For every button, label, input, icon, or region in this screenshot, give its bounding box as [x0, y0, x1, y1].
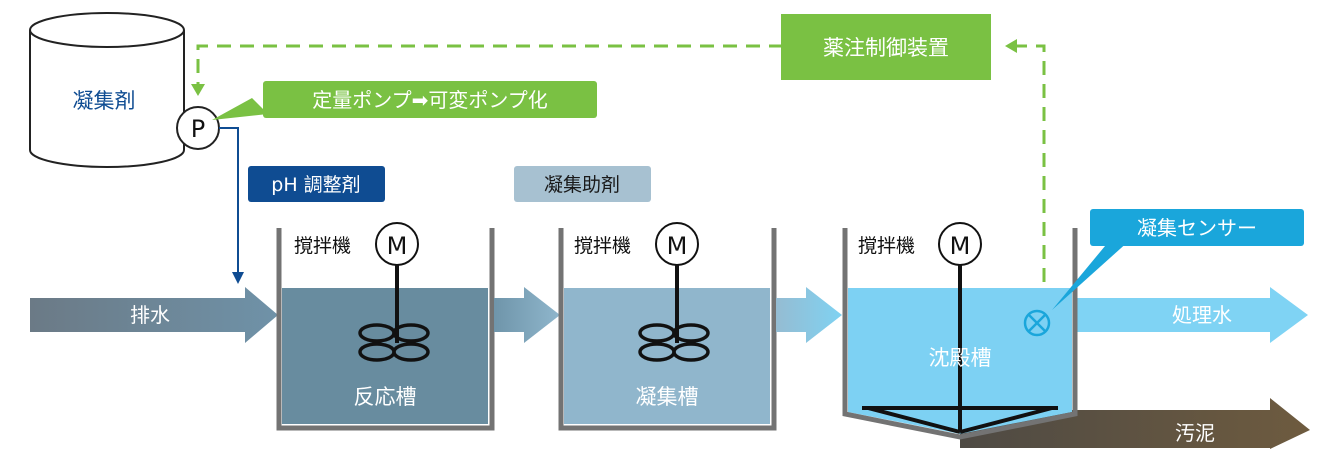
motor-icon: M — [375, 222, 419, 266]
control-signal-line — [196, 44, 1046, 305]
reaction-tank-label: 反応槽 — [354, 385, 417, 409]
flow-arrow-reaction-to-coagulation — [494, 287, 560, 343]
pump: P — [176, 106, 220, 150]
mixer-label: 撹拌機 — [574, 235, 631, 257]
impeller-icon — [358, 323, 430, 362]
motor-symbol: M — [950, 232, 971, 260]
treated-water-arrow: 処理水 — [1074, 287, 1308, 343]
settling-tank-label: 沈殿槽 — [929, 346, 992, 370]
settling-tank: 撹拌機 M 沈殿槽 — [842, 222, 1078, 440]
coagulant-aid-label: 凝集助剤 — [544, 174, 620, 196]
flow-arrow-coagulation-to-settling — [776, 287, 842, 343]
motor-symbol: M — [667, 232, 688, 260]
motor-icon: M — [938, 222, 982, 266]
sensor-callout-text: 凝集センサー — [1137, 216, 1257, 240]
scraper-icon — [862, 406, 1058, 434]
pump-callout-text: 定量ポンプ➡可変ポンプ化 — [312, 88, 548, 112]
inflow-label: 排水 — [130, 303, 170, 327]
sensor-callout: 凝集センサー — [1052, 209, 1304, 310]
impeller-icon — [638, 323, 710, 362]
motor-icon: M — [655, 222, 699, 266]
pump-signal-arrowhead — [191, 84, 205, 96]
mixer-label: 撹拌機 — [858, 235, 915, 257]
dosing-pipe — [219, 127, 244, 284]
pump-callout: 定量ポンプ➡可変ポンプ化 — [212, 81, 597, 120]
ph-adjuster-label-box: pH 調整剤 — [248, 166, 385, 202]
coagulation-tank-label: 凝集槽 — [636, 385, 699, 409]
pump-symbol: P — [191, 115, 205, 143]
coagulant-aid-label-box: 凝集助剤 — [514, 166, 651, 202]
reaction-tank: 撹拌機 M 反応槽 — [276, 222, 495, 431]
sludge-label: 汚泥 — [1175, 421, 1215, 445]
dosing-controller-box: 薬注制御装置 — [781, 14, 991, 80]
controller-label: 薬注制御装置 — [823, 36, 949, 60]
inflow-arrow: 排水 — [30, 287, 278, 343]
treated-water-label: 処理水 — [1172, 303, 1232, 327]
motor-symbol: M — [387, 232, 408, 260]
coagulation-tank: 撹拌機 M 凝集槽 — [558, 222, 777, 431]
mixer-label: 撹拌機 — [294, 235, 351, 257]
ph-adjuster-label: pH 調整剤 — [271, 174, 360, 196]
tank-label: 凝集剤 — [73, 89, 136, 113]
coagulation-sensor-icon — [1023, 309, 1051, 337]
coagulant-tank: 凝集剤 — [29, 12, 185, 168]
controller-input-arrowhead — [1005, 39, 1017, 53]
